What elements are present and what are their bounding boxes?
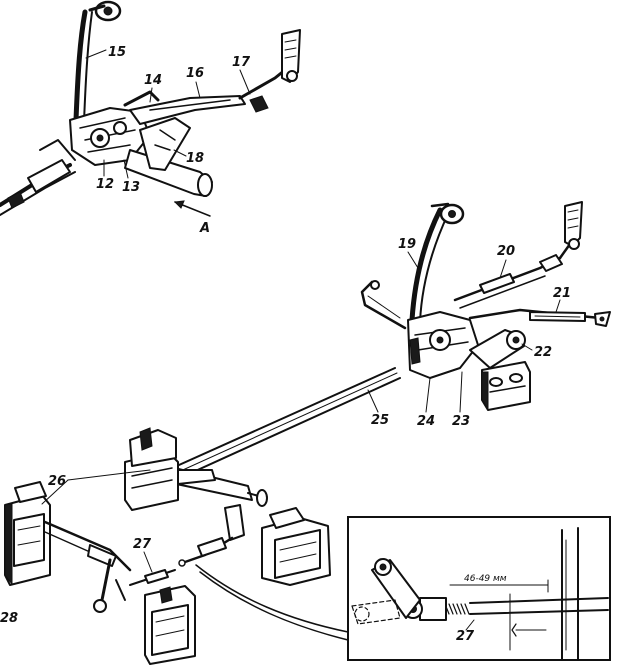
right-lever-assembly [360, 201, 611, 411]
upper-pedal-assembly [0, 0, 301, 217]
label-A: A [199, 221, 210, 236]
part-labels: 15 14 16 17 18 12 13 A 19 20 21 22 23 24… [0, 45, 571, 626]
label-27: 27 [133, 537, 152, 552]
label-22: 22 [534, 345, 552, 360]
label-25: 25 [371, 413, 389, 428]
label-28: 28 [0, 611, 18, 626]
label-23: 23 [452, 414, 470, 429]
label-15: 15 [108, 45, 126, 60]
label-21: 21 [553, 286, 571, 301]
label-17: 17 [232, 55, 251, 70]
label-12: 12 [96, 177, 114, 192]
label-27-inset: 27 [456, 629, 475, 644]
dimension-label: 46-49 мм [464, 574, 507, 584]
label-26: 26 [48, 474, 66, 489]
label-24: 24 [417, 414, 435, 429]
label-16: 16 [186, 66, 204, 81]
label-14: 14 [144, 73, 162, 88]
label-19: 19 [398, 237, 416, 252]
detail-inset: 46-49 мм 27 [347, 516, 611, 661]
label-20: 20 [497, 244, 515, 259]
label-18: 18 [186, 151, 204, 166]
label-13: 13 [122, 180, 140, 195]
lower-shaft-assembly [4, 427, 349, 665]
